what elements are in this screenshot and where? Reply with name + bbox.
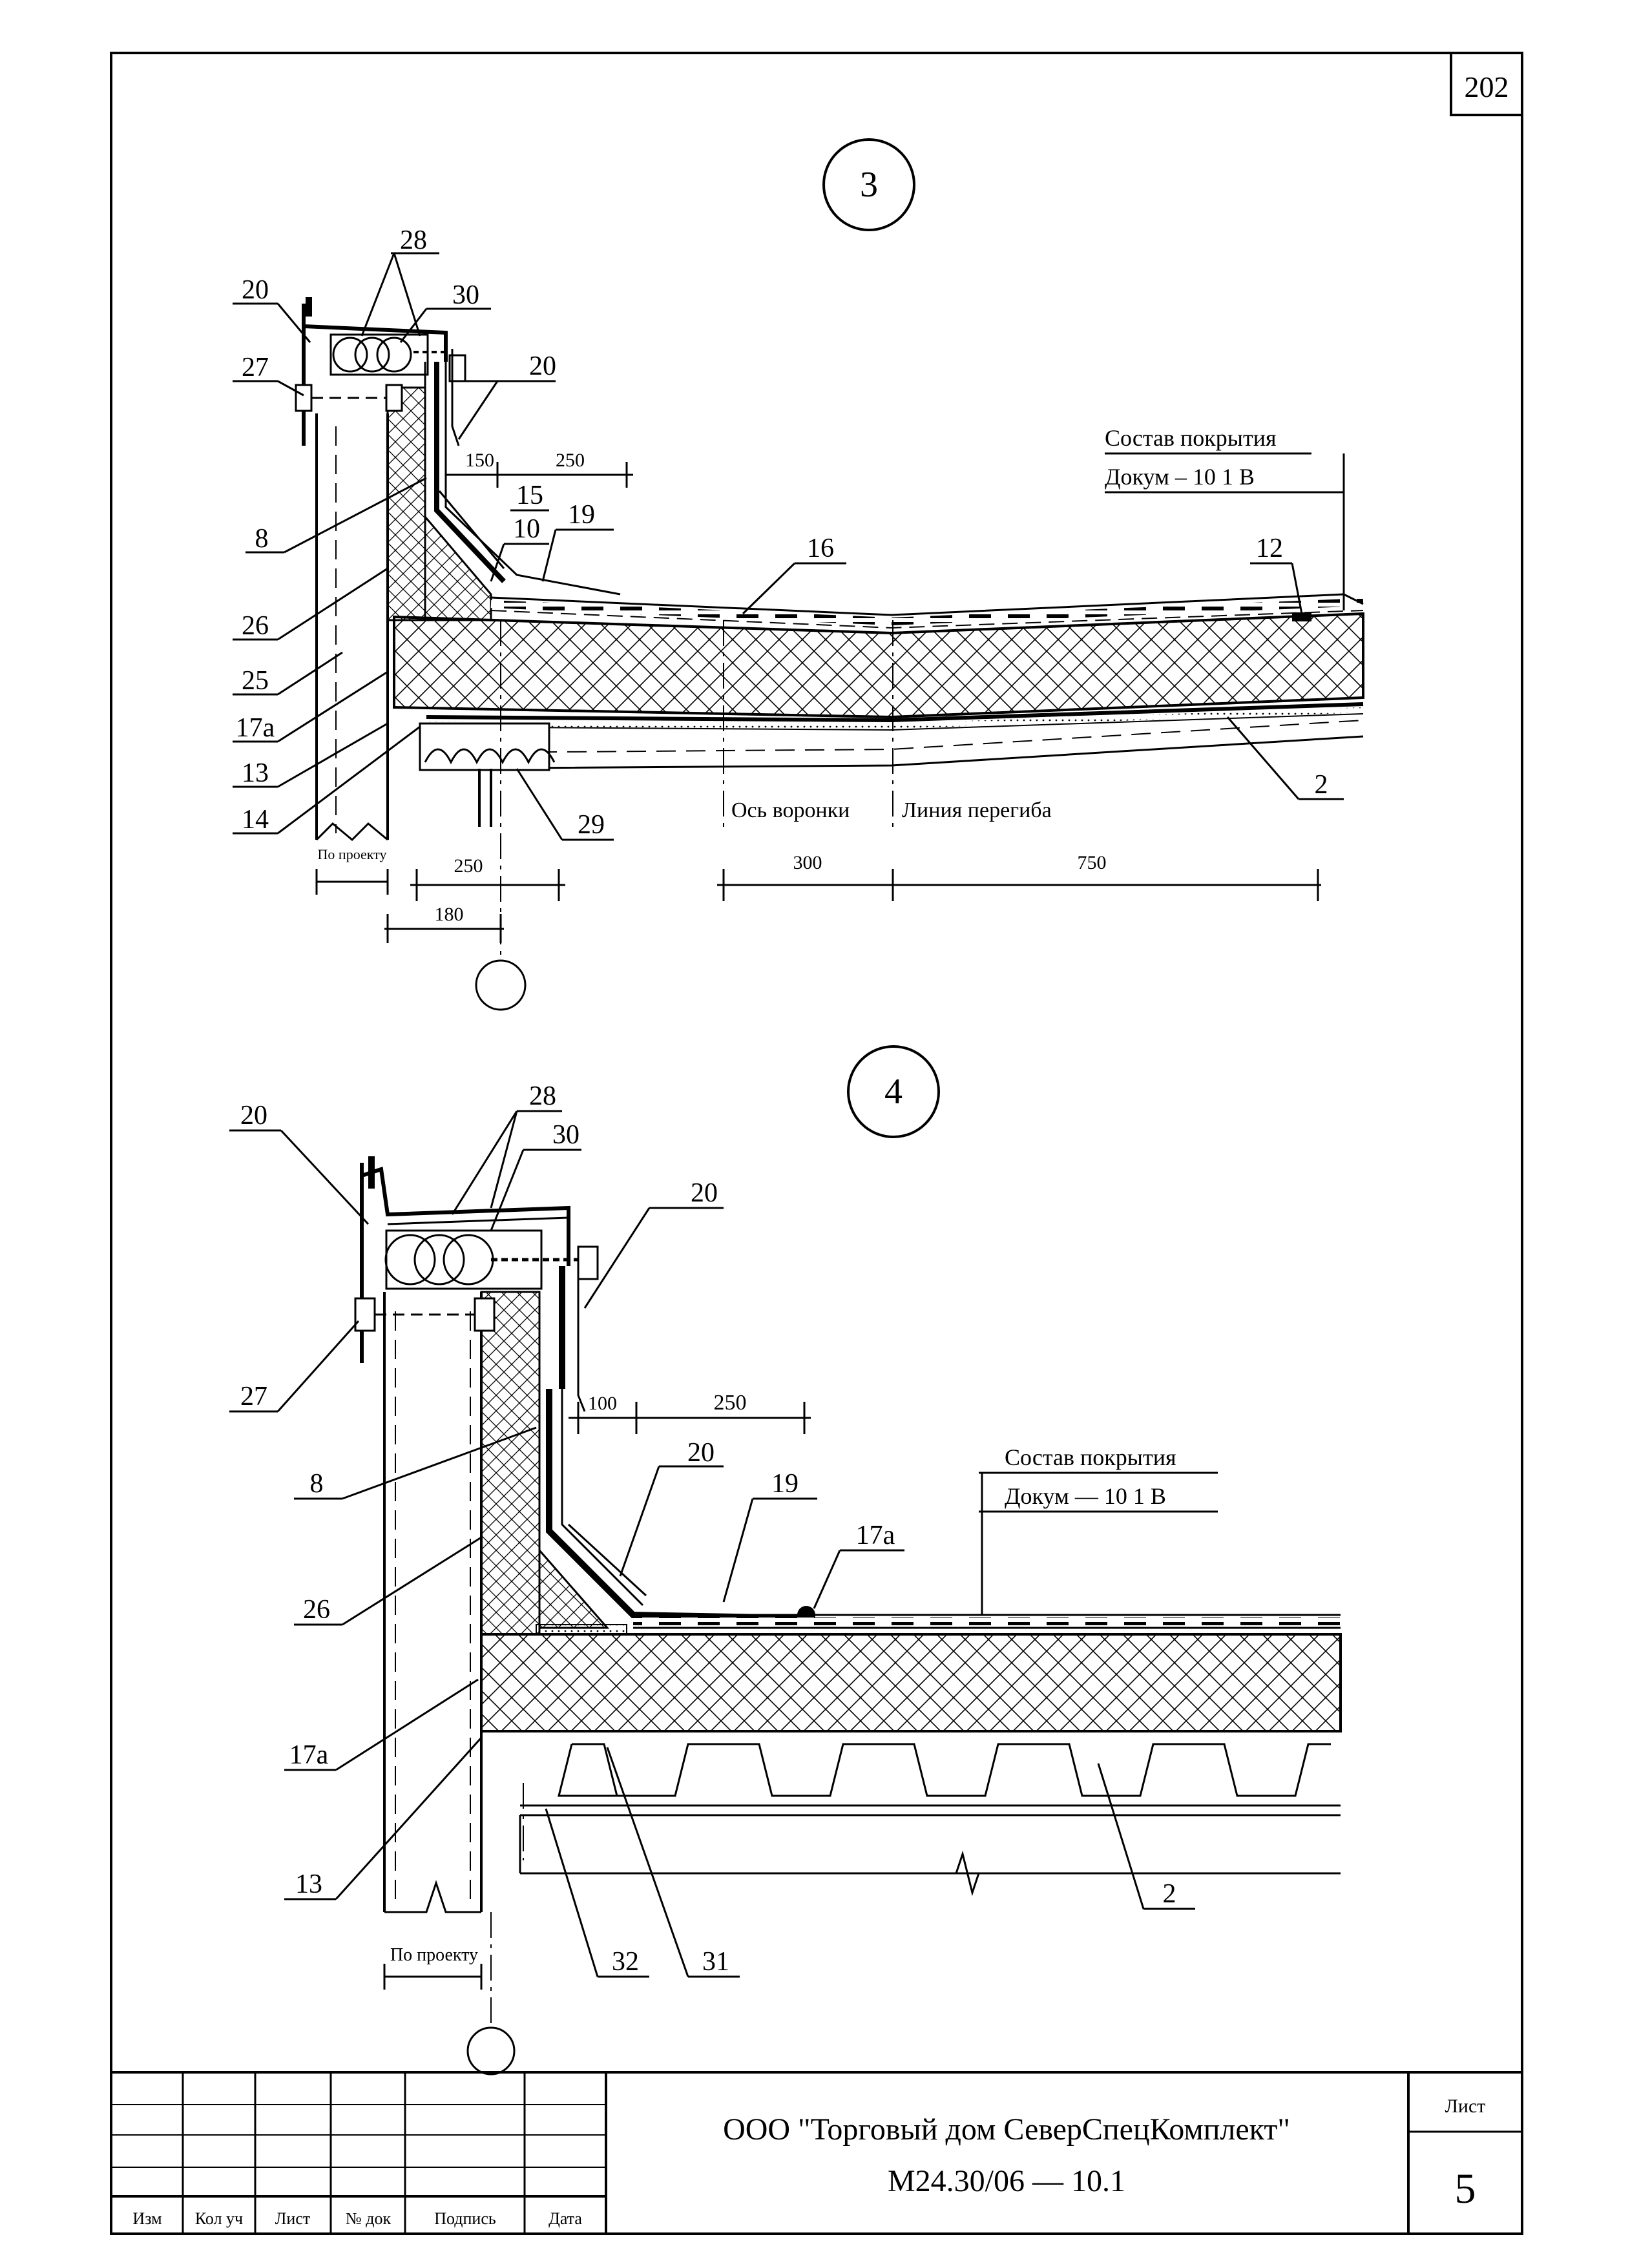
callout-29: 29 bbox=[578, 810, 605, 840]
parapet-wall-4 bbox=[383, 1291, 541, 1913]
detail-4: 4 bbox=[229, 1045, 1342, 2076]
dim-300: 300 bbox=[793, 852, 822, 873]
callout-26: 26 bbox=[242, 611, 269, 641]
callout-20-left: 20 bbox=[242, 275, 269, 305]
callout-28-4: 28 bbox=[529, 1081, 556, 1111]
roof-deck bbox=[419, 620, 1364, 1011]
callout-27: 27 bbox=[242, 353, 269, 382]
dim-250-top: 250 bbox=[556, 450, 585, 471]
dim-250-4: 250 bbox=[714, 1391, 747, 1415]
coating-ref-4: Докум — 10 1 В bbox=[1005, 1483, 1166, 1509]
coating-note-3: Состав покрытия Докум – 10 1 В bbox=[1105, 425, 1345, 610]
coating-ref-3: Докум – 10 1 В bbox=[1105, 464, 1255, 490]
callout-30-4: 30 bbox=[552, 1120, 580, 1150]
roof-insulation-slab-4 bbox=[480, 1614, 1342, 1732]
callout-17a: 17а bbox=[236, 713, 275, 743]
callout-10: 10 bbox=[513, 514, 540, 544]
sheet-frame bbox=[110, 52, 1523, 2235]
title-block bbox=[111, 2071, 1522, 2234]
coating-note-4: Состав покрытия Докум — 10 1 В bbox=[979, 1444, 1218, 1615]
page-number-box: 202 bbox=[1450, 52, 1523, 116]
parapet-cap bbox=[295, 297, 466, 446]
callout-8: 8 bbox=[255, 524, 269, 554]
callout-20-top: 20 bbox=[240, 1101, 267, 1130]
detail-3: 3 bbox=[233, 138, 1364, 1011]
sheet-number: 5 bbox=[1455, 2165, 1476, 2212]
funnel-axis-label: Ось воронки bbox=[731, 798, 850, 822]
callouts-3 bbox=[233, 252, 1344, 841]
callout-26-4: 26 bbox=[303, 1595, 330, 1625]
callout-13: 13 bbox=[242, 758, 269, 788]
detail-marker-4-text: 4 bbox=[884, 1072, 903, 1112]
callout-2: 2 bbox=[1315, 770, 1328, 800]
col-list: Лист bbox=[275, 2209, 310, 2228]
dim-150: 150 bbox=[465, 450, 494, 471]
upstand-insulation-4 bbox=[538, 1389, 815, 1629]
detail-marker-4 bbox=[847, 1045, 940, 1138]
callout-20-right: 20 bbox=[529, 351, 556, 381]
dim-250-bottom: 250 bbox=[454, 855, 483, 877]
callout-12: 12 bbox=[1256, 534, 1283, 563]
title-block-columns: Изм Кол уч Лист № док Подпись Дата bbox=[132, 2209, 582, 2228]
callout-labels-4: 20 28 30 20 27 8 20 19 17а 26 17а 13 2 3… bbox=[240, 1081, 1176, 1977]
callout-27-4: 27 bbox=[240, 1382, 267, 1411]
roof-insulation-slab bbox=[393, 593, 1364, 719]
dimensions-3 bbox=[315, 462, 1321, 943]
callout-16: 16 bbox=[807, 534, 834, 563]
callout-14: 14 bbox=[242, 805, 269, 835]
sheet-label: Лист bbox=[1445, 2096, 1486, 2117]
callout-30: 30 bbox=[452, 280, 479, 310]
col-izm: Изм bbox=[132, 2209, 162, 2228]
callout-17a-low-4: 17а bbox=[289, 1740, 329, 1770]
parapet-wall bbox=[315, 386, 426, 842]
callout-2-4: 2 bbox=[1163, 1879, 1176, 1909]
col-podpis: Подпись bbox=[434, 2209, 496, 2228]
col-kol-uch: Кол уч bbox=[195, 2209, 243, 2228]
coating-title-3: Состав покрытия bbox=[1105, 425, 1277, 451]
dim-750: 750 bbox=[1078, 852, 1107, 873]
profiled-deck bbox=[491, 1730, 1341, 1897]
dim-by-project-3: По проекту bbox=[318, 846, 387, 862]
dim-100: 100 bbox=[588, 1393, 617, 1414]
callout-28: 28 bbox=[400, 225, 427, 255]
callout-8-4: 8 bbox=[310, 1469, 324, 1499]
dim-by-project-4: По проекту bbox=[390, 1945, 478, 1965]
callout-19: 19 bbox=[568, 500, 595, 530]
callout-13-4: 13 bbox=[295, 1869, 322, 1899]
coating-title-4: Состав покрытия bbox=[1005, 1444, 1176, 1470]
dim-180: 180 bbox=[435, 904, 464, 925]
dimensions-4 bbox=[383, 1402, 811, 1990]
callout-20-lower-4: 20 bbox=[687, 1438, 715, 1468]
callout-19-4: 19 bbox=[771, 1469, 799, 1499]
callout-32: 32 bbox=[612, 1947, 639, 1977]
document-code: М24.30/06 — 10.1 bbox=[888, 2164, 1125, 2198]
callout-25: 25 bbox=[242, 666, 269, 696]
col-n-dok: № док bbox=[346, 2209, 392, 2228]
company-name: ООО "Торговый дом СеверСпецКомплект" bbox=[723, 2112, 1290, 2147]
callout-20-right-4: 20 bbox=[691, 1178, 718, 1208]
col-data: Дата bbox=[548, 2209, 582, 2228]
detail-marker-3 bbox=[822, 138, 915, 231]
upstand-insulation bbox=[424, 349, 621, 621]
detail-marker-3-label: 3 bbox=[860, 165, 878, 205]
bend-line-label: Линия перегиба bbox=[902, 798, 1052, 822]
parapet-cap-4 bbox=[354, 1156, 599, 1412]
callout-15: 15 bbox=[516, 481, 543, 510]
callouts-4 bbox=[229, 1110, 1195, 1978]
callout-31: 31 bbox=[702, 1947, 729, 1977]
page-number: 202 bbox=[1465, 70, 1509, 103]
callout-17a-top-4: 17а bbox=[856, 1521, 895, 1550]
callout-labels-3: 28 30 20 20 27 8 15 10 19 16 12 26 25 17… bbox=[236, 225, 1328, 840]
